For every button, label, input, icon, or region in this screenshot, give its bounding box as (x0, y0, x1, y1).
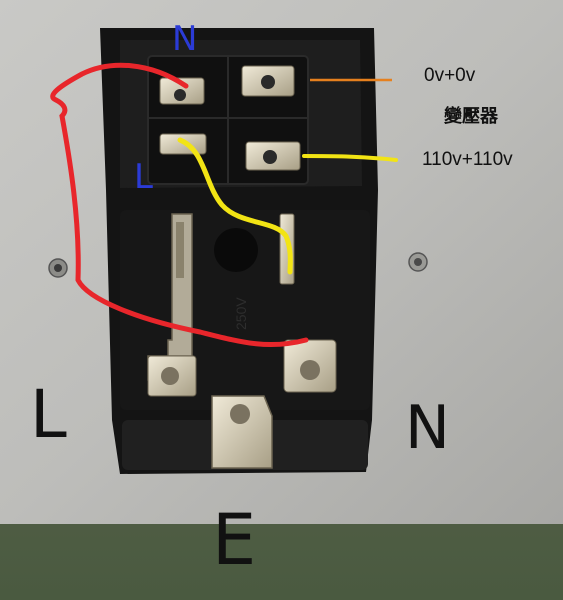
yellow-leader-line (302, 154, 398, 162)
terminal-0v-top-right (241, 65, 295, 97)
tap-110v-label: 110v+110v (422, 149, 513, 170)
socket-voltage-marking: 250V (233, 297, 249, 330)
yellow-wire (177, 137, 293, 275)
panel-screw-right (408, 252, 428, 272)
n-terminal-label: N (172, 19, 198, 59)
earth-label: E (212, 499, 257, 581)
panel-screw-left (48, 258, 68, 278)
neutral-label: N (405, 393, 450, 463)
line-label: L (30, 376, 67, 453)
l-terminal-label: L (134, 157, 153, 197)
terminal-e-screw (211, 395, 273, 469)
transformer-label: 變壓器 (444, 106, 498, 127)
terminal-l-screw (147, 355, 197, 397)
terminal-n-screw (283, 339, 337, 393)
red-wire (50, 62, 309, 348)
terminal-110v-bottom-right (245, 141, 301, 171)
terminal-n-top-left (159, 77, 205, 105)
tap-0v-label: 0v+0v (424, 65, 476, 86)
